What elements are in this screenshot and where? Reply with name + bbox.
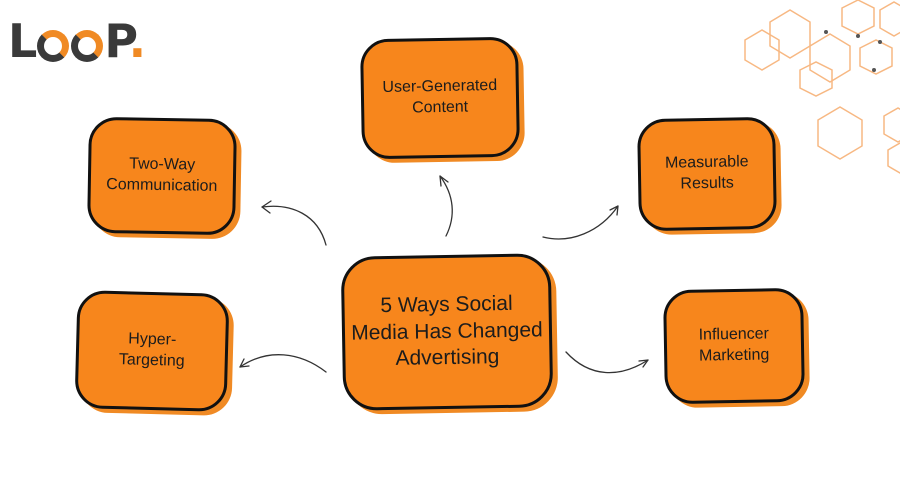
node-measurable-results-label: Measurable Results bbox=[664, 153, 749, 193]
node-user-generated-content: User-Generated Content bbox=[359, 36, 521, 160]
node-hyper-targeting-label: Hyper-Targeting bbox=[118, 330, 185, 370]
connector-arrows bbox=[239, 175, 649, 374]
logo-ring-icon bbox=[71, 30, 104, 62]
logo-letter-l: L bbox=[8, 14, 37, 68]
logo-letter-p: P bbox=[104, 14, 129, 68]
logo-dot: . bbox=[128, 14, 147, 68]
node-measurable-results: Measurable Results bbox=[637, 116, 777, 232]
node-influencer-marketing-label: Influencer Marketing bbox=[698, 325, 770, 365]
node-influencer-marketing: Influencer Marketing bbox=[663, 287, 805, 405]
node-hyper-targeting: Hyper-Targeting bbox=[74, 290, 230, 412]
node-two-way-communication-label: Two-Way Communication bbox=[106, 155, 218, 195]
center-topic-label: 5 Ways Social Media Has Changed Advertis… bbox=[351, 291, 543, 371]
hexagon-pattern-icon bbox=[744, 0, 900, 174]
node-user-generated-content-label: User-Generated Content bbox=[382, 77, 498, 117]
logo-ring-icon bbox=[37, 30, 70, 62]
node-center-topic: 5 Ways Social Media Has Changed Advertis… bbox=[340, 253, 554, 411]
loop-logo: L P. bbox=[8, 14, 147, 68]
hexagon-nodes bbox=[824, 30, 882, 72]
node-two-way-communication: Two-Way Communication bbox=[86, 116, 238, 236]
